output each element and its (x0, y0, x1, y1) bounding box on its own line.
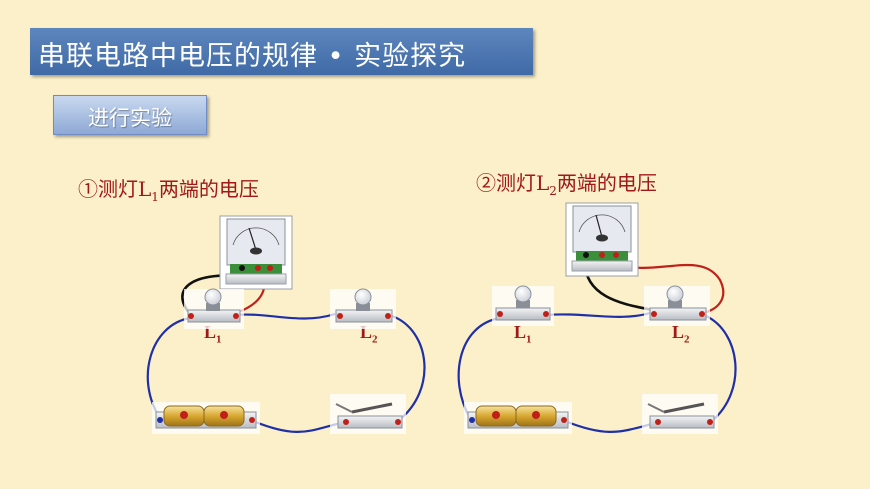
experiment-2-red-lead (615, 261, 725, 315)
title-bar: 串联电路中电压的规律 • 实验探究 (30, 28, 533, 75)
step-button-label: 进行实验 (88, 106, 172, 130)
experiment-1-circuit (146, 215, 426, 434)
experiment-2-battery (464, 402, 572, 434)
step-button[interactable]: 进行实验 (53, 95, 207, 135)
experiment-1-lamp-1 (184, 288, 244, 329)
experiment-2-lamp-2 (644, 285, 710, 326)
experiment-2-switch (642, 394, 718, 434)
experiment-1-switch (330, 394, 406, 434)
experiment-2-lamp2-label: L2 (672, 322, 690, 346)
experiment-1-caption: ①测灯L1两端的电压 (78, 177, 259, 204)
experiment-2-lamp1-label: L1 (514, 322, 532, 346)
experiment-2-caption: ②测灯L2两端的电压 (476, 171, 657, 198)
page-title: 串联电路中电压的规律 • 实验探究 (38, 41, 467, 72)
experiment-2-lamp-1 (492, 285, 554, 326)
experiment-2-circuit (457, 202, 737, 434)
experiment-1-voltmeter (219, 215, 293, 290)
experiment-1-lamp-2 (330, 288, 396, 329)
experiment-2-voltmeter (565, 202, 639, 277)
experiment-1-battery (152, 402, 260, 434)
